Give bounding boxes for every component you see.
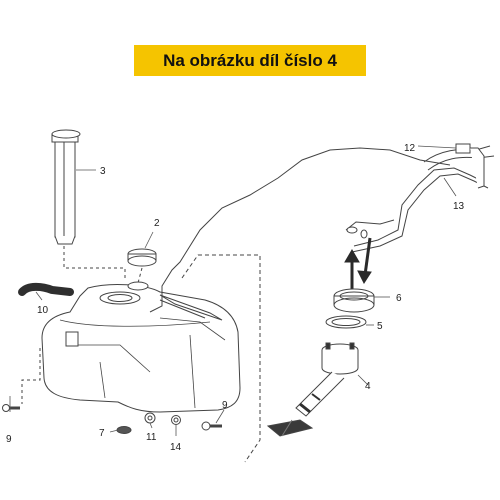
down-arrow — [363, 237, 372, 276]
rubber-hose — [18, 282, 74, 296]
bolt-right — [201, 421, 222, 431]
fuel-tank — [41, 281, 241, 413]
part-label-5: 5 — [377, 321, 383, 332]
part-label-12: 12 — [404, 143, 416, 154]
part-label-7: 7 — [99, 428, 105, 439]
part-title-banner: Na obrázku díl číslo 4 — [134, 45, 366, 76]
o-ring — [171, 415, 181, 425]
part-label-4: 4 — [365, 381, 371, 392]
pipe-connector — [455, 143, 485, 189]
washer — [144, 412, 156, 424]
fuel-level-sensor — [51, 129, 81, 245]
leader-lines — [9, 145, 457, 436]
part-label-6: 6 — [396, 293, 402, 304]
bolt-left — [2, 404, 20, 412]
part-label-2: 2 — [154, 218, 160, 229]
part-label-13: 13 — [453, 201, 465, 212]
fuel-pump-unit — [266, 342, 359, 437]
part-label-11: 11 — [146, 432, 157, 443]
gasket-ring — [127, 248, 157, 267]
grommet — [116, 426, 132, 434]
pump-seal — [325, 315, 367, 329]
part-label-9-left: 9 — [6, 434, 12, 445]
part-label-3: 3 — [100, 166, 106, 177]
part-label-9-right: 9 — [222, 400, 228, 411]
fuel-pipe — [149, 145, 495, 313]
part-label-10: 10 — [37, 305, 49, 316]
lock-ring — [333, 288, 375, 313]
part-label-14: 14 — [170, 442, 182, 453]
part-title-text: Na obrázku díl číslo 4 — [163, 50, 337, 70]
